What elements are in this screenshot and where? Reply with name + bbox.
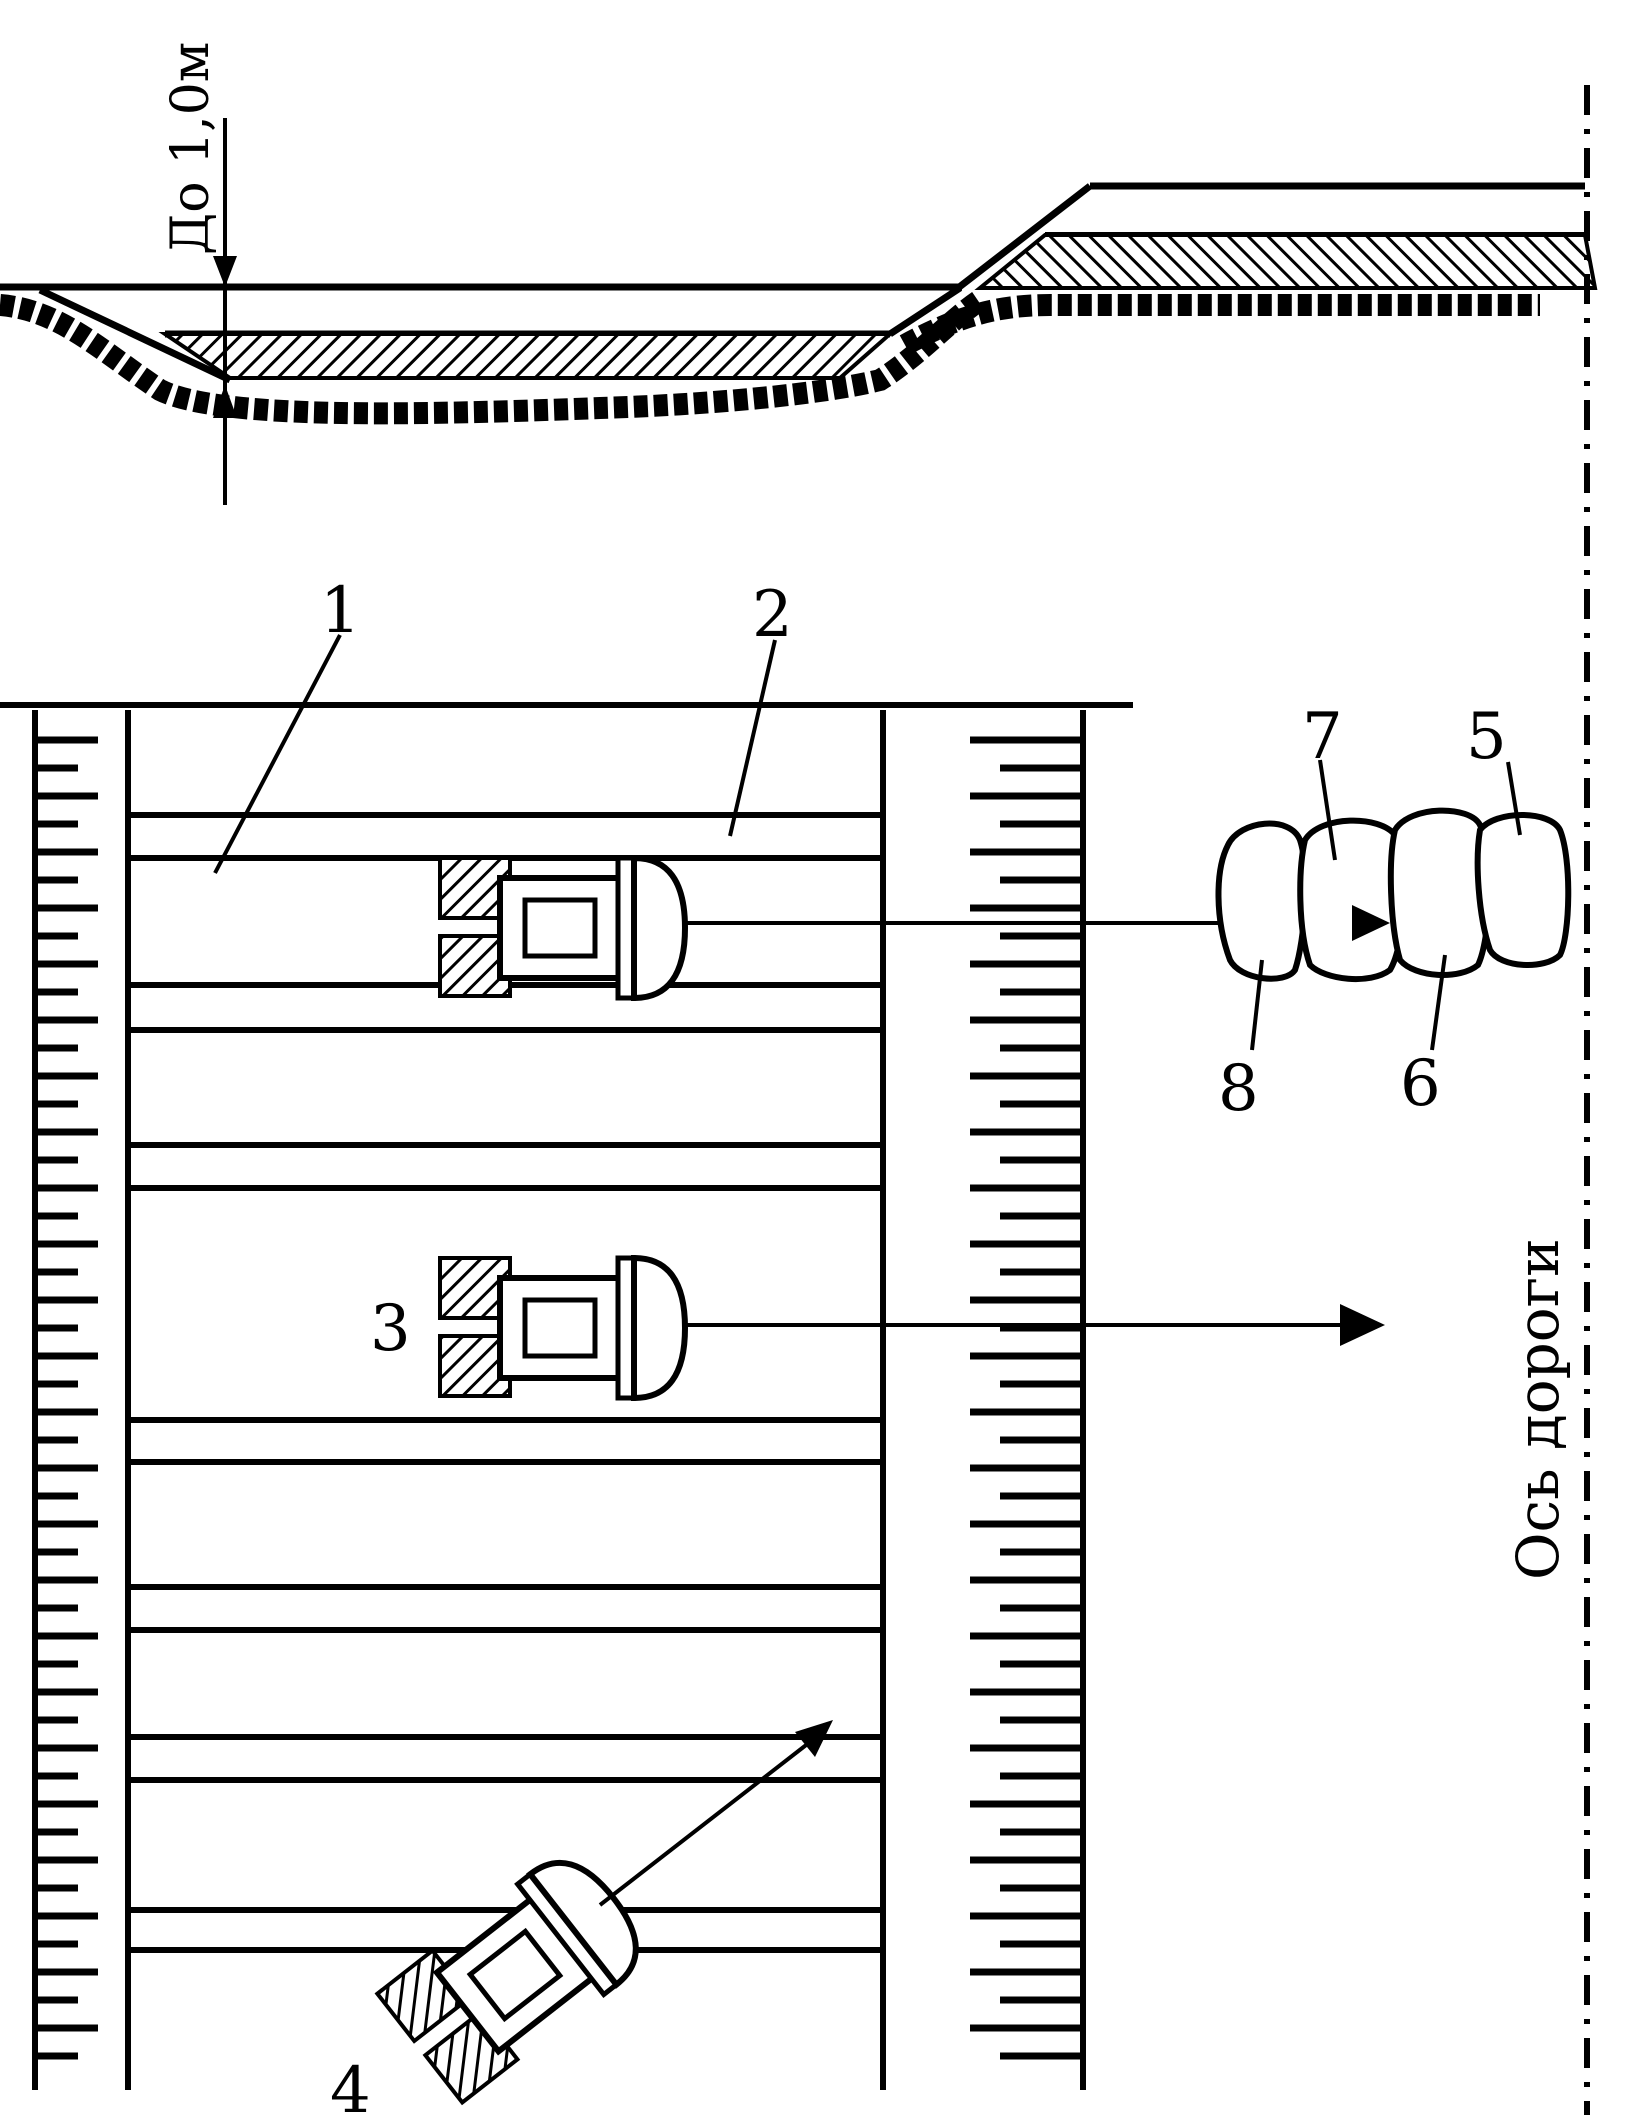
label-8: 8 xyxy=(1218,1052,1259,1126)
left-slope xyxy=(38,286,232,384)
depth-label: До 1,0м xyxy=(161,42,221,255)
left-strip-ticks xyxy=(38,736,98,2060)
depth-arrow-top xyxy=(213,256,237,287)
right-strip-ticks xyxy=(970,736,1080,2060)
leader-lines xyxy=(213,634,1522,1051)
push-arrow-middle xyxy=(1340,1304,1385,1346)
pile-6 xyxy=(1387,807,1493,978)
plan-view xyxy=(0,702,1133,2090)
embankment-slope xyxy=(955,183,1093,291)
label-6: 6 xyxy=(1400,1047,1441,1121)
cross-section xyxy=(0,118,1598,505)
depth-arrow-bottom xyxy=(213,385,237,418)
label-5: 5 xyxy=(1466,700,1507,774)
pass-lines xyxy=(128,812,883,1953)
topsoil-layer-cut xyxy=(158,332,896,380)
pile-arrow xyxy=(1352,905,1390,941)
topsoil-layer-fill xyxy=(974,233,1598,290)
label-4: 4 xyxy=(330,2054,371,2120)
pile-5 xyxy=(1474,812,1572,968)
label-7: 7 xyxy=(1302,700,1343,774)
pile-8 xyxy=(1215,820,1309,982)
soil-texture-right xyxy=(899,294,1540,355)
label-3: 3 xyxy=(370,1292,411,1366)
bulldozer-bottom xyxy=(374,1859,639,2106)
soil-piles xyxy=(1215,807,1572,983)
road-axis-label: Ось дороги xyxy=(1504,1238,1572,1580)
label-2: 2 xyxy=(752,578,793,652)
bulldozer-middle xyxy=(438,1254,689,1402)
push-line-diagonal xyxy=(598,1740,812,1907)
bulldozer-top xyxy=(438,854,689,1002)
right-slope xyxy=(888,285,962,337)
pile-7 xyxy=(1297,817,1408,983)
label-1: 1 xyxy=(320,574,361,648)
push-arrow-diagonal xyxy=(795,1720,833,1757)
soil-texture-bottom xyxy=(0,290,987,425)
